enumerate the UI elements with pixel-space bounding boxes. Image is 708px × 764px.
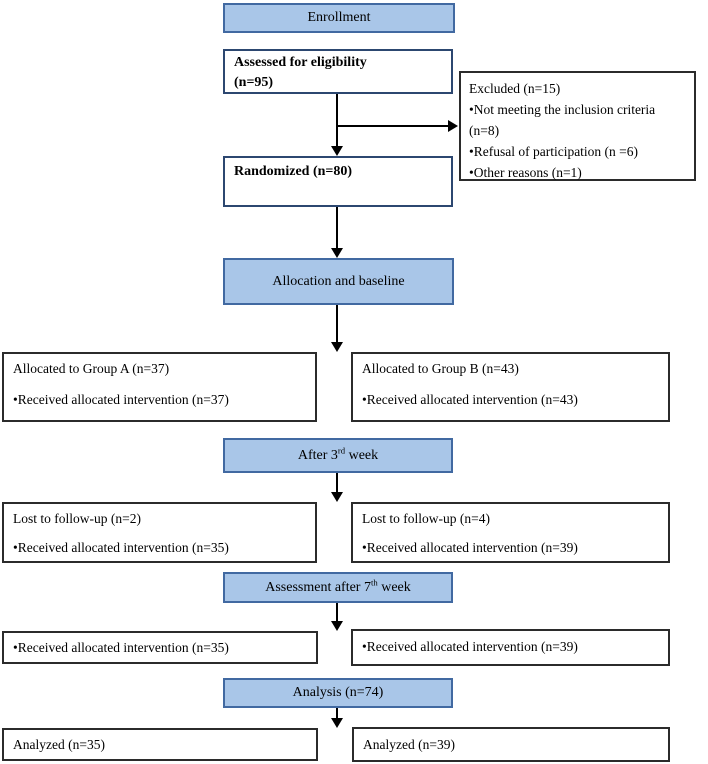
connector-analysis-to-analyzed-line [336,708,338,718]
excluded-item-1: •Not meeting the inclusion criteria [469,102,656,117]
group-a-title: Allocated to Group A (n=37) [13,361,170,376]
assessed-box: Assessed for eligibility (n=95) [223,49,453,94]
received-b-bullet: •Received allocated intervention (n=39) [362,639,578,654]
assessed-line1: Assessed for eligibility [234,55,367,70]
excluded-title: Excluded (n=15) [469,81,561,96]
analyzed-b-box: Analyzed (n=39) [352,727,670,762]
group-b-bullet: •Received allocated intervention (n=43) [362,391,578,407]
lost-a-box: Lost to follow-up (n=2) •Received alloca… [2,502,317,563]
group-b-title: Allocated to Group B (n=43) [362,361,519,376]
week3-header-box: After 3rd week [223,438,453,473]
randomized-label: Randomized (n=80) [234,164,353,179]
excluded-item-1-count: (n=8) [469,123,500,138]
lost-a-bullet: •Received allocated intervention (n=35) [13,539,229,555]
connector-assessed-to-randomized-line [336,94,338,146]
connector-week3-to-lost-line [336,473,338,492]
group-a-bullet: •Received allocated intervention (n=37) [13,391,229,407]
connector-to-excluded-line [337,125,448,127]
connector-week7-to-received-arrowhead-icon [331,621,343,631]
enrollment-header-box: Enrollment [223,3,455,33]
analyzed-a-label: Analyzed (n=35) [13,737,105,752]
excluded-box: Excluded (n=15) •Not meeting the inclusi… [459,71,696,181]
allocation-label: Allocation and baseline [272,273,405,289]
week7-label-post: week [377,579,411,595]
connector-analysis-to-analyzed-arrowhead-icon [331,718,343,728]
received-a-bullet: •Received allocated intervention (n=35) [13,640,229,655]
week3-label: After 3rd week [297,444,379,464]
randomized-box: Randomized (n=80) [223,156,453,207]
assessed-line2: (n=95) [234,74,274,90]
connector-randomized-to-allocation-arrowhead-icon [331,248,343,258]
analysis-header-box: Analysis (n=74) [223,678,453,708]
enrollment-label: Enrollment [307,10,371,25]
connector-assessed-to-randomized-arrowhead-icon [331,146,343,156]
analysis-label: Analysis (n=74) [292,685,384,700]
lost-b-title: Lost to follow-up (n=4) [362,511,490,526]
analyzed-b-label: Analyzed (n=39) [363,737,455,752]
week7-header-box: Assessment after 7th week [223,572,453,603]
received-b-box: •Received allocated intervention (n=39) [351,629,670,666]
week7-label-pre: Assessment after 7 [265,579,371,595]
connector-allocation-to-groups-line [336,305,338,342]
connector-to-excluded-arrowhead-icon [448,120,458,132]
lost-a-title: Lost to follow-up (n=2) [13,511,141,526]
received-a-box: •Received allocated intervention (n=35) [2,631,318,664]
connector-randomized-to-allocation-line [336,207,338,248]
group-a-box: Allocated to Group A (n=37) •Received al… [2,352,317,422]
connector-allocation-to-groups-arrowhead-icon [331,342,343,352]
week3-label-post: week [345,447,379,463]
analyzed-a-box: Analyzed (n=35) [2,728,318,761]
connector-week7-to-received-line [336,603,338,621]
excluded-item-3: •Other reasons (n=1) [469,165,582,180]
week3-label-pre: After 3 [297,447,338,463]
week7-label-sup: th [370,576,378,587]
lost-b-box: Lost to follow-up (n=4) •Received alloca… [351,502,670,563]
group-b-box: Allocated to Group B (n=43) •Received al… [351,352,670,422]
week3-label-sup: rd [337,444,346,455]
excluded-item-2: •Refusal of participation (n =6) [469,144,639,159]
allocation-header-box: Allocation and baseline [223,258,454,305]
connector-week3-to-lost-arrowhead-icon [331,492,343,502]
lost-b-bullet: •Received allocated intervention (n=39) [362,539,578,555]
week7-label: Assessment after 7th week [265,576,411,596]
